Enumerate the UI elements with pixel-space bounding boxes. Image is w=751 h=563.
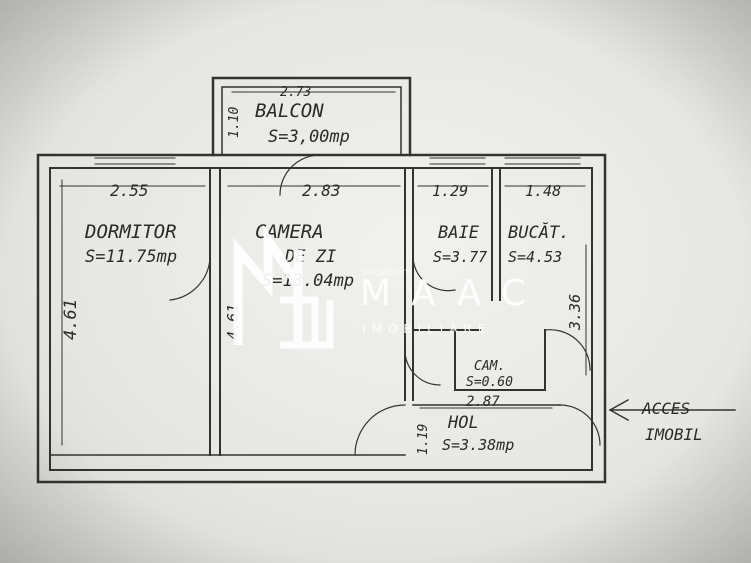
entrance-arrow (608, 398, 736, 422)
balcony-inner (221, 86, 402, 156)
balcony-wall (211, 76, 412, 157)
balcon-depth: 1.10 (227, 107, 242, 138)
balcony-door (279, 154, 321, 196)
camara-area: S=0.60 (466, 375, 513, 390)
bucatarie-door (544, 329, 591, 371)
baie-name: BAIE (438, 223, 480, 243)
watermark-small: imobiliare (362, 267, 412, 278)
entrance-label-line2: IMOBIL (645, 425, 703, 444)
dormitor-area: S=11.75mp (85, 247, 177, 267)
dormitor-depth: 4.61 (61, 299, 81, 340)
hol-area: S=3.38mp (442, 436, 514, 454)
bucatarie-width: 1.48 (525, 182, 561, 200)
maac-logo: MAAC IMOBILIARE imobiliare (233, 225, 546, 349)
balcon-area: S=3,00mp (268, 127, 350, 147)
watermark-tagline: IMOBILIARE (362, 322, 491, 336)
camera-name: CAMERA (255, 221, 324, 243)
camera-door (404, 349, 441, 386)
entrance-label-line1: ACCES (641, 399, 690, 418)
dormitor-door (169, 257, 211, 301)
baie-width: 1.29 (432, 182, 468, 200)
dormitor-width: 2.55 (110, 181, 149, 200)
bucatarie-depth: 3.36 (566, 294, 584, 331)
baie-door (412, 254, 456, 292)
inner-wall (49, 167, 593, 471)
camara-name: CAM. (474, 359, 505, 374)
baie-area: S=3.77 (433, 248, 487, 266)
balcon-width: 2.73 (280, 85, 311, 100)
bucatarie-name: BUCĂT. (508, 221, 569, 243)
hol-door (354, 404, 406, 456)
hol-name: HOL (447, 413, 479, 433)
hol-depth: 1.19 (416, 424, 431, 455)
watermark-brand: MAAC (360, 273, 546, 314)
wall-camara (412, 329, 546, 391)
wall-camera-baie (404, 167, 414, 401)
bucatarie-area: S=4.53 (508, 248, 562, 266)
camera-width: 2.83 (302, 181, 341, 200)
dormitor-name: DORMITOR (84, 221, 177, 243)
camera-area-line1: DE ZI (284, 247, 336, 267)
balcon-name: BALCON (255, 100, 324, 122)
outer-wall (36, 153, 607, 484)
wall-dormitor-camera (209, 167, 221, 456)
entrance-door (559, 404, 601, 446)
wall-baie-bucatarie (491, 167, 501, 301)
camera-area-line2: S=13.04mp (262, 271, 354, 291)
hol-width: 2.87 (466, 394, 500, 410)
